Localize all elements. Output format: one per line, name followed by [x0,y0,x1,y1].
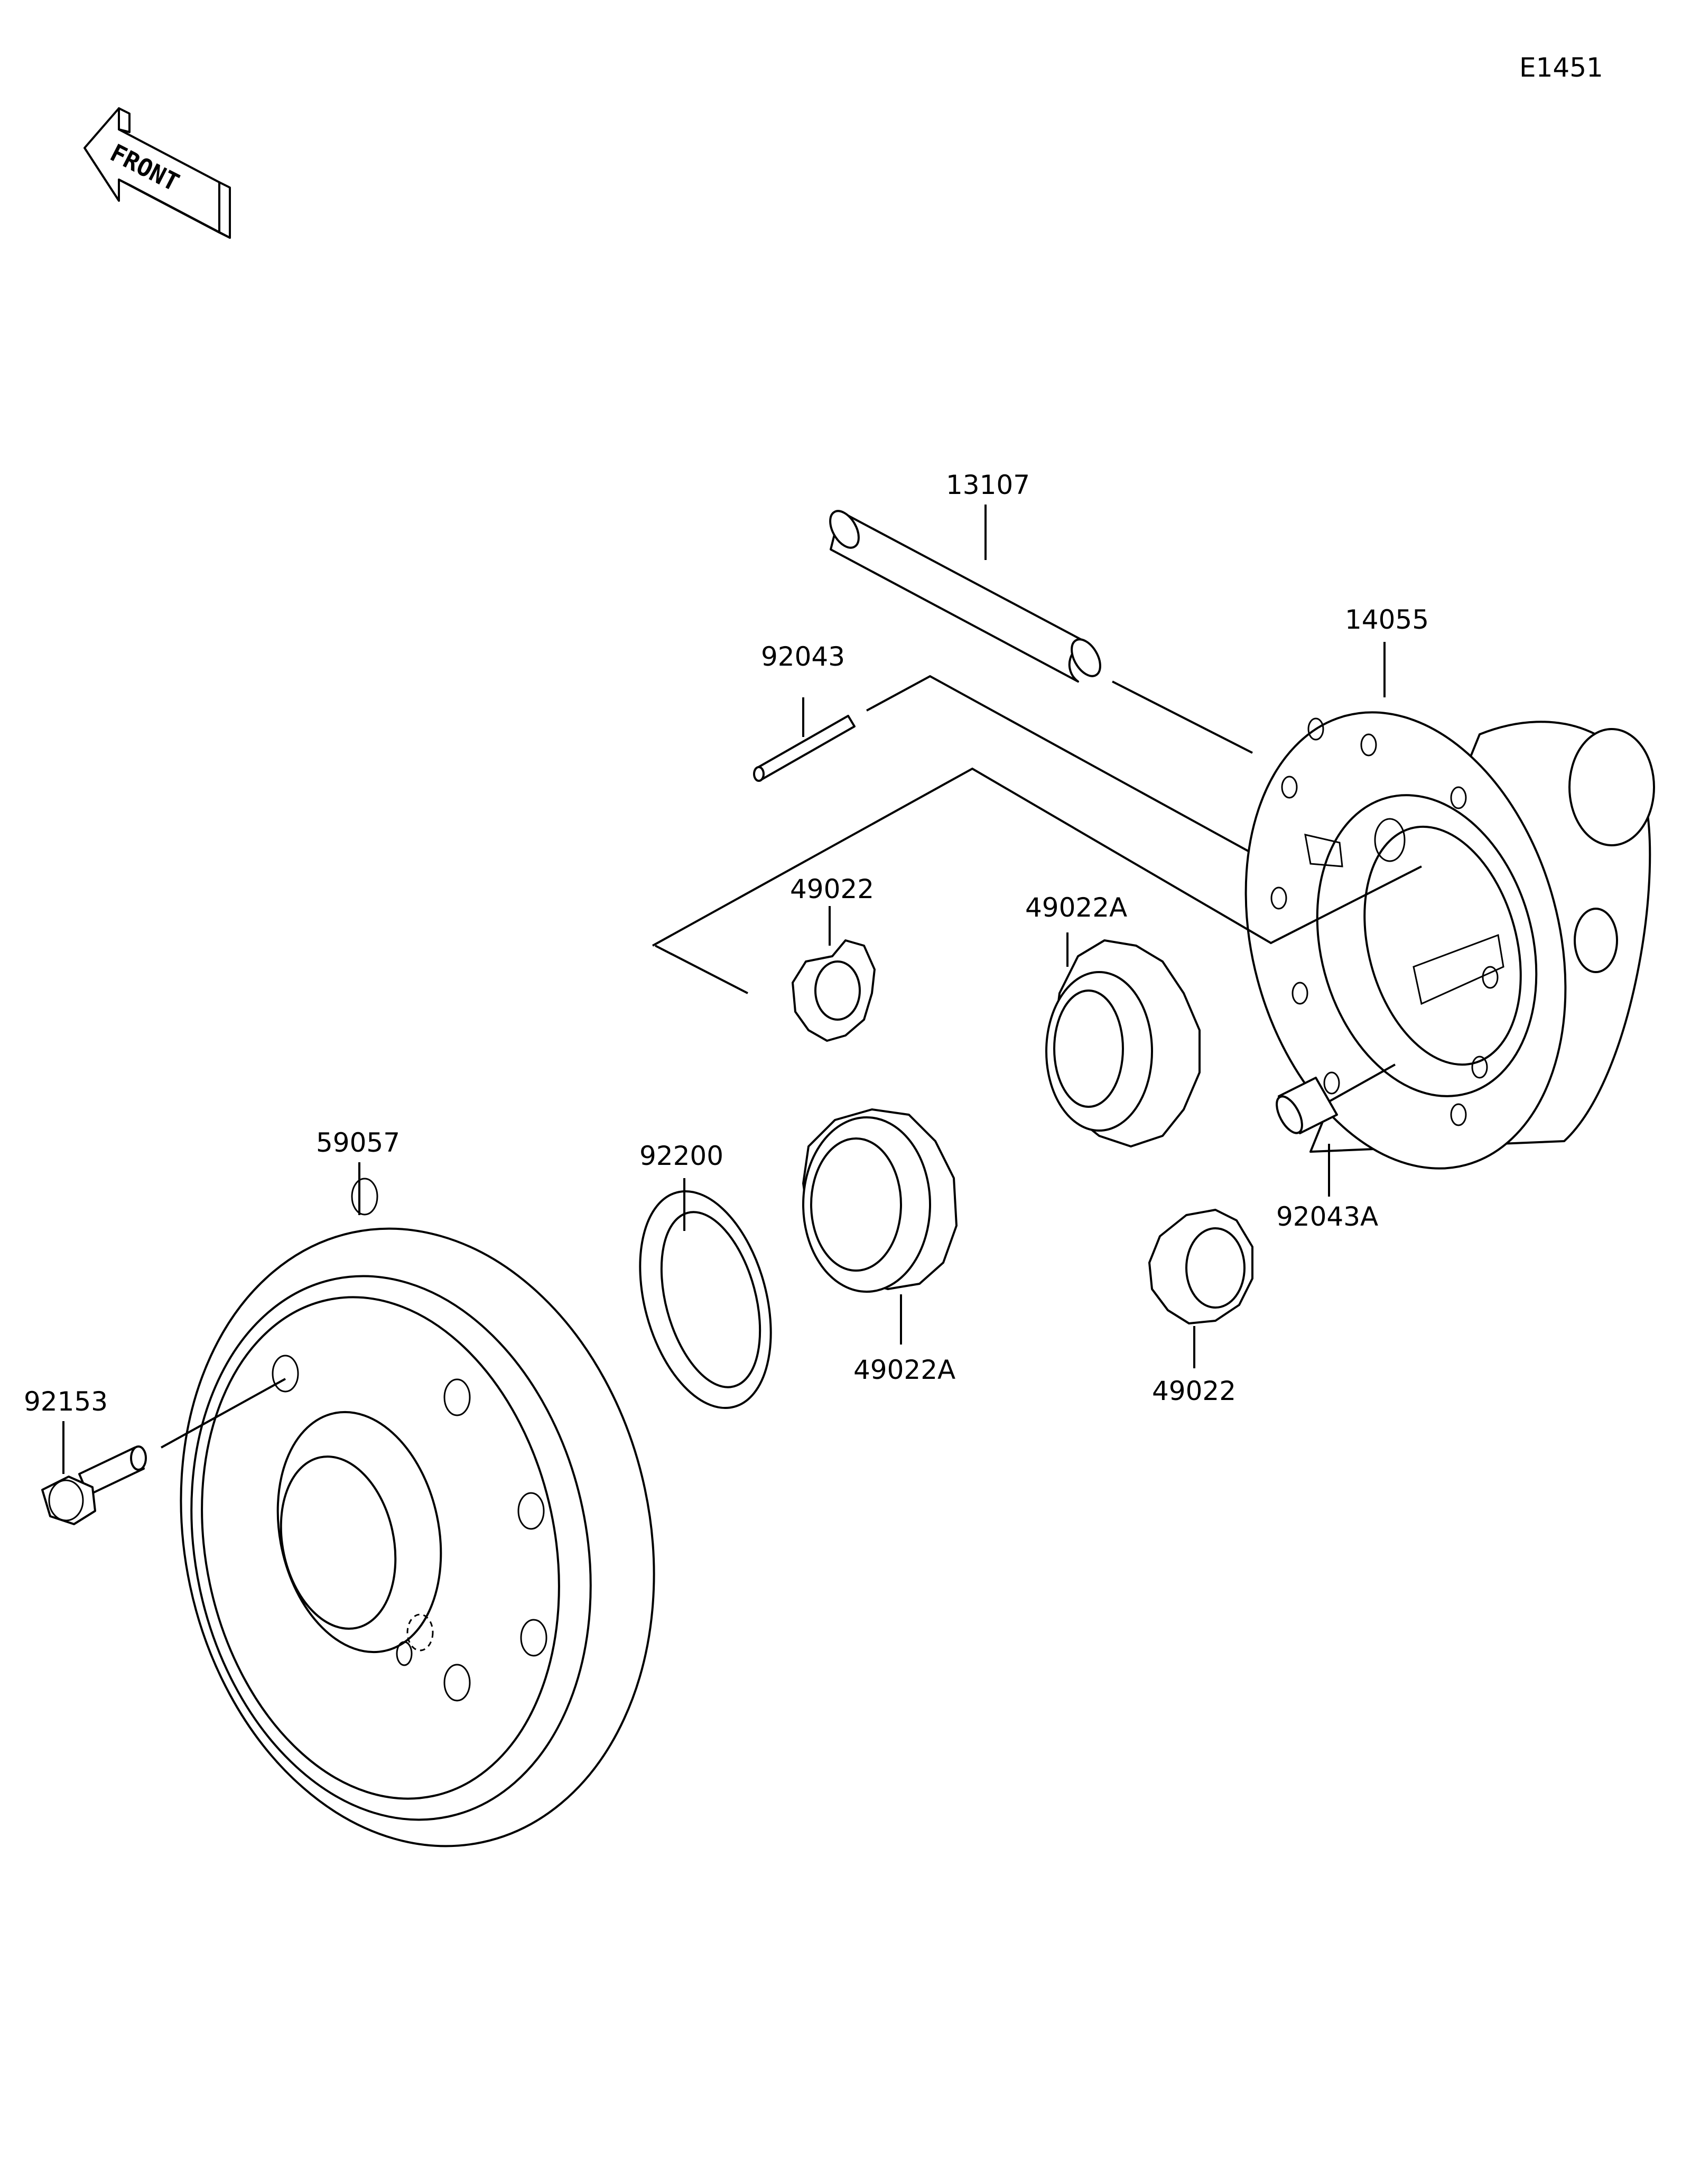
label-92200: 92200 [639,1141,723,1171]
label-92043A: 92043A [1276,1201,1378,1232]
pinion-gear-49022-lower [1148,1209,1253,1324]
pin-92043 [753,715,856,782]
diagram-id: E1451 [1519,52,1603,83]
pinion-gear-49022-upper [792,939,876,1042]
bolt-92153 [41,1445,147,1525]
dowel-92043A [1276,1077,1338,1134]
shaft-13107 [829,510,1101,683]
label-13107: 13107 [946,470,1030,500]
label-92043: 92043 [761,641,845,672]
label-49022-upper: 49022 [790,874,874,904]
washer-92200 [639,1190,772,1410]
label-49022A-lower: 49022A [853,1355,955,1385]
label-14055: 14055 [1345,604,1429,635]
front-arrow-icon: FRONT [83,107,231,239]
label-92153: 92153 [24,1386,108,1417]
ring-gear-59057 [180,1178,655,1847]
side-gear-49022A-upper [1045,939,1201,1147]
side-gear-49022A-lower [802,1108,958,1293]
differential-case-14055 [1244,711,1655,1170]
label-59057: 59057 [316,1127,400,1158]
label-49022-lower: 49022 [1152,1376,1236,1406]
label-49022A-upper: 49022A [1025,892,1127,923]
